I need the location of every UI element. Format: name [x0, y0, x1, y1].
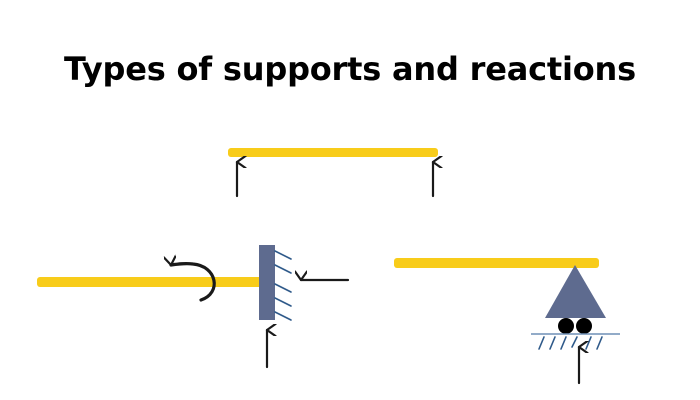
simply-supported-beam-diagram	[228, 148, 438, 198]
page-title: Types of supports and reactions	[64, 50, 636, 88]
wall-hatching	[274, 250, 292, 321]
triangle-support	[545, 265, 606, 318]
moment-arrow-icon	[171, 264, 216, 302]
roller-wheel	[576, 318, 592, 334]
beam	[394, 258, 599, 268]
cantilever-beam	[37, 277, 263, 287]
beam	[228, 148, 438, 157]
fixed-support-diagram	[37, 245, 350, 369]
roller-support-diagram	[394, 258, 620, 385]
fixed-wall	[259, 245, 275, 320]
ground-hatching	[538, 336, 603, 350]
roller-wheel	[558, 318, 574, 334]
